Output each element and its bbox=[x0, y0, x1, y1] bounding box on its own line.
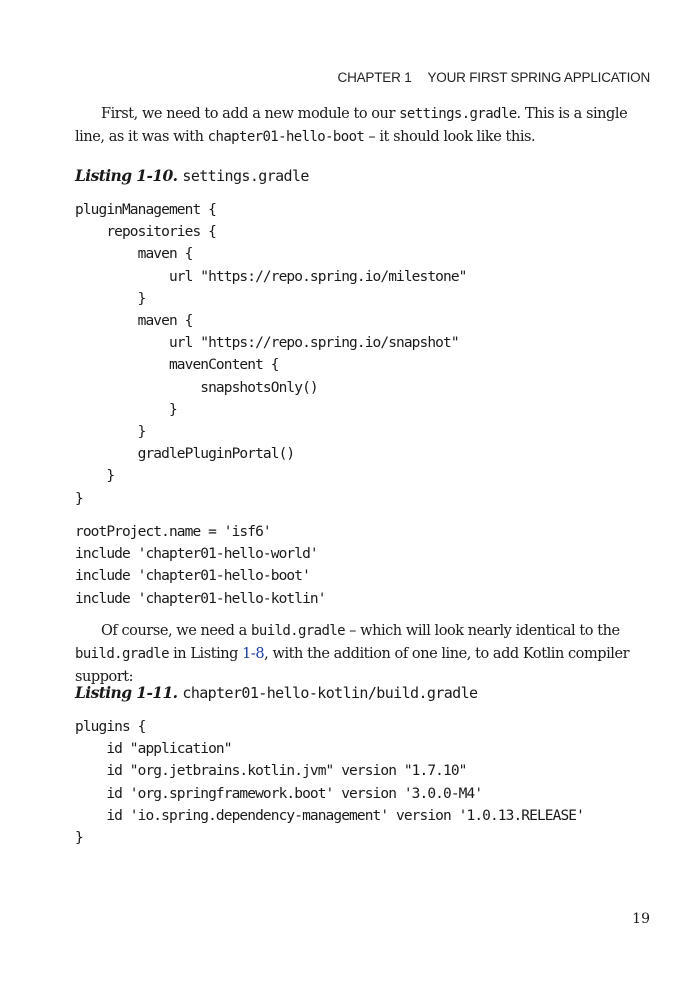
listing-caption-1-10: Listing 1-10. settings.gradle bbox=[75, 166, 309, 185]
listing-filename: chapter01-hello-kotlin/build.gradle bbox=[182, 684, 478, 702]
chapter-title: YOUR FIRST SPRING APPLICATION bbox=[427, 70, 651, 85]
code-block-project-includes: rootProject.name = 'isf6' include 'chapt… bbox=[75, 524, 326, 607]
running-header: CHAPTER 1 YOUR FIRST SPRING APPLICATION bbox=[337, 70, 651, 85]
code-block-settings-gradle: pluginManagement { repositories { maven … bbox=[75, 202, 467, 507]
listing-caption-1-11: Listing 1-11. chapter01-hello-kotlin/bui… bbox=[75, 683, 478, 702]
inline-code-settings-gradle: settings.gradle bbox=[399, 106, 517, 122]
listing-filename: settings.gradle bbox=[182, 167, 309, 185]
para-text: . This is a single line, as it was with bbox=[75, 106, 628, 145]
build-gradle-paragraph: Of course, we need a build.gradle – whic… bbox=[75, 620, 650, 689]
inline-code-build-gradle: build.gradle bbox=[75, 646, 170, 662]
intro-paragraph: First, we need to add a new module to ou… bbox=[75, 103, 650, 149]
listing-label: Listing 1-11. bbox=[75, 683, 178, 702]
para-text: , with the addition of one line, to add … bbox=[75, 646, 630, 685]
inline-code-module-name: chapter01-hello-boot bbox=[207, 129, 365, 145]
inline-code-build-gradle: build.gradle bbox=[251, 623, 346, 639]
para-text: Of course, we need a bbox=[101, 623, 252, 639]
para-text: – it should look like this. bbox=[364, 129, 536, 145]
chapter-number: CHAPTER 1 bbox=[337, 70, 412, 85]
page-number: 19 bbox=[632, 911, 650, 927]
listing-label: Listing 1-10. bbox=[75, 166, 178, 185]
para-text: – which will look nearly identical to th… bbox=[344, 623, 620, 639]
para-text: First, we need to add a new module to ou… bbox=[101, 106, 400, 122]
para-text: in Listing bbox=[168, 646, 243, 662]
listing-cross-reference-link[interactable]: 1-8 bbox=[242, 646, 265, 662]
code-block-kotlin-build-gradle: plugins { id "application" id "org.jetbr… bbox=[75, 719, 585, 847]
